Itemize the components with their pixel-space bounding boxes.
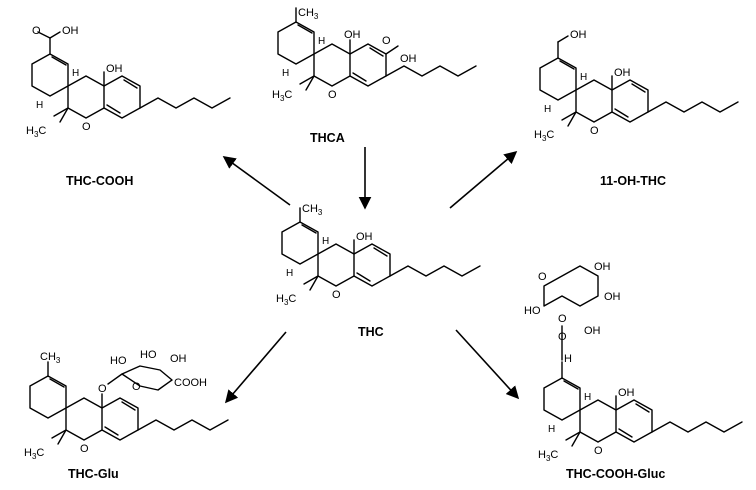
ring-o-label: O (594, 445, 603, 457)
gem-methyl-label: H3C (538, 449, 558, 463)
structure-thc-cooh: O OH OH H H O H3C (26, 25, 231, 139)
label-thc: THC (358, 325, 384, 339)
hydroxymethyl-label: OH (570, 29, 587, 41)
sugar-oh-label: OH (170, 353, 187, 365)
linker-o-label: O (558, 331, 567, 343)
glycoside-o-label: O (98, 383, 107, 395)
label-thc-cooh-gluc: THC-COOH-Gluc (566, 467, 665, 481)
carbonyl-o-label: O (32, 25, 41, 37)
arrow-thc-to-thc-cooh (222, 156, 291, 206)
methyl-label: CH3 (298, 7, 319, 21)
carbonyl-o-label: O (382, 35, 391, 47)
sugar-acid-oh-label: HO (524, 305, 541, 317)
stereo-h-label-2: H (580, 72, 587, 83)
glucuronide-moiety: O O HO O OH OH OH (524, 261, 621, 361)
stereo-h-label: H (548, 424, 555, 435)
stereo-h-label: H (282, 68, 289, 79)
stereo-h-label-2: H (72, 68, 79, 79)
ring-o-label: O (332, 289, 341, 301)
gem-methyl-label: H3C (24, 447, 44, 461)
arrow-thc-to-thc-glu (224, 331, 287, 404)
ring-o-label: O (82, 121, 91, 133)
hydroxyl-label: OH (614, 67, 631, 79)
methyl-label: CH3 (40, 351, 61, 365)
ring-o-label: O (328, 89, 337, 101)
sugar-carbonyl-o-label: O (538, 271, 547, 283)
linker-ho-label: H (564, 353, 572, 365)
gem-methyl-label: H3C (272, 89, 292, 103)
hydroxyl-label: OH (618, 387, 635, 399)
stereo-h-label: H (544, 104, 551, 115)
structure-thc-glu: CH3 O O HO HO OH COOH O H3C (24, 349, 229, 461)
structure-thca: CH3 OH O OH H H O H3C (272, 7, 477, 103)
stereo-h-label-2: H (322, 236, 329, 247)
stereo-h-label: H (36, 100, 43, 111)
arrow-thc-to-thc-cooh-gluc (455, 329, 520, 400)
acid-oh-label: OH (400, 53, 417, 65)
arrow-thc-to-11-oh-thc (449, 150, 518, 209)
stereo-h-label-2: H (584, 392, 591, 403)
sugar-ring-o-label: O (558, 313, 567, 325)
hydroxyl-label: OH (344, 29, 361, 41)
label-11-oh-thc: 11-OH-THC (600, 174, 666, 188)
label-thca: THCA (310, 131, 345, 145)
sugar-oh-label-2: OH (604, 291, 621, 303)
structure-11-oh-thc: OH OH H H O H3C (534, 29, 739, 143)
methyl-label: CH3 (302, 203, 323, 217)
gem-methyl-label: H3C (26, 125, 46, 139)
hydroxyl-label: OH (106, 63, 123, 75)
sugar-oh-label: OH (594, 261, 611, 273)
ring-o-label: O (80, 443, 89, 455)
sugar-oh-label-3: OH (584, 325, 601, 337)
structure-thc: CH3 OH H H O H3C (276, 203, 481, 307)
label-thc-cooh: THC-COOH (66, 174, 133, 188)
ring-o-label: O (590, 125, 599, 137)
structure-thc-cooh-gluc: H OH H H O H3C (538, 353, 743, 463)
gem-methyl-label: H3C (276, 293, 296, 307)
stereo-h-label: H (286, 268, 293, 279)
stereo-h-label-2: H (318, 36, 325, 47)
sugar-ho-label: HO (110, 355, 127, 367)
acid-oh-label: OH (62, 25, 79, 37)
sugar-ho-label-2: HO (140, 349, 157, 361)
label-thc-glu: THC-Glu (68, 467, 119, 481)
sugar-cooh-label: COOH (174, 377, 207, 389)
gem-methyl-label: H3C (534, 129, 554, 143)
hydroxyl-label: OH (356, 231, 373, 243)
ring-o-sugar-label: O (132, 381, 141, 393)
